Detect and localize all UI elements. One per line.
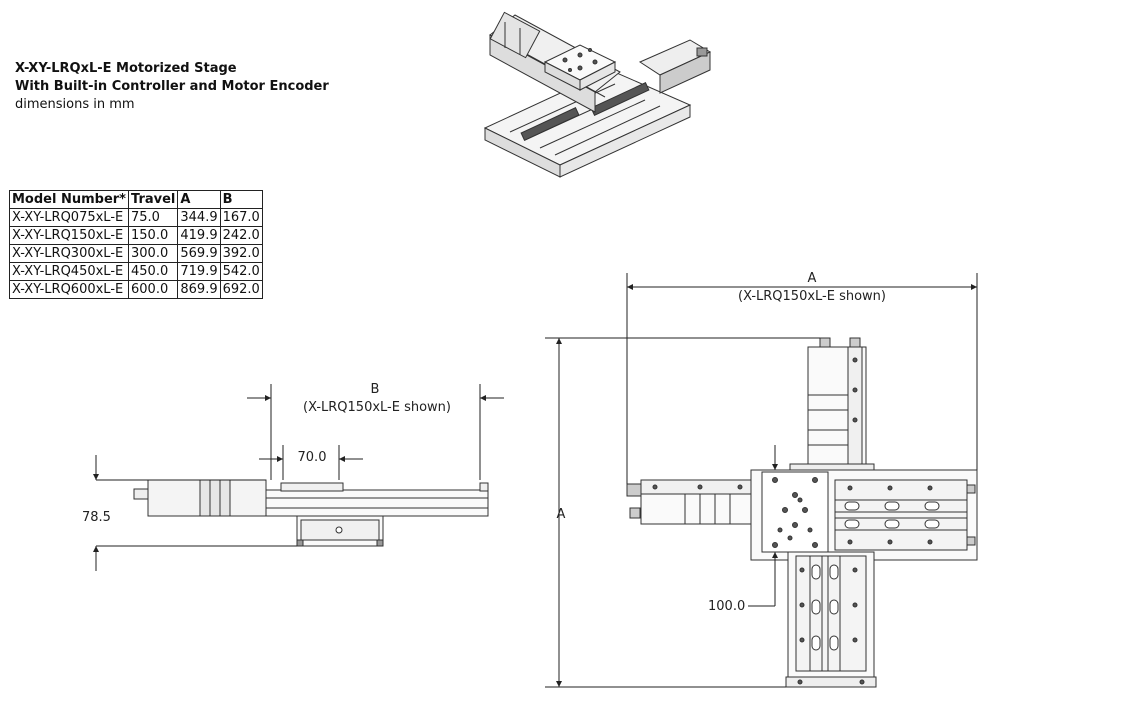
cell-b: 167.0 — [219, 208, 263, 227]
header-travel: Travel — [127, 190, 179, 209]
drawing-subtitle: With Built-in Controller and Motor Encod… — [15, 79, 329, 94]
cell-a: 419.9 — [177, 226, 221, 245]
units-note: dimensions in mm — [15, 97, 135, 112]
cell-a: 719.9 — [177, 262, 221, 281]
cell-b: 692.0 — [219, 280, 263, 299]
cell-a: 869.9 — [177, 280, 221, 299]
table-header-row: Model Number* Travel A B — [9, 190, 263, 209]
dim-height-label: 78.5 — [82, 510, 111, 525]
header-model-number: Model Number* — [9, 190, 129, 209]
cell-travel: 600.0 — [127, 280, 179, 299]
dim-a-vertical-label: A — [557, 507, 566, 522]
cell-a: 344.9 — [177, 208, 221, 227]
table-row: X-XY-LRQ300xL-E 300.0 569.9 392.0 — [9, 244, 263, 263]
dim-a-label: A — [808, 271, 817, 286]
dim-70-label: 70.0 — [298, 450, 327, 465]
top-view — [545, 273, 978, 688]
dim-100-label: 100.0 — [708, 599, 745, 614]
cell-a: 569.9 — [177, 244, 221, 263]
dim-b-label: B — [371, 382, 380, 397]
side-view — [93, 384, 504, 571]
table-row: X-XY-LRQ600xL-E 600.0 869.9 692.0 — [9, 280, 263, 299]
model-spec-table: Model Number* Travel A B X-XY-LRQ075xL-E… — [9, 190, 263, 299]
drawing-title: X-XY-LRQxL-E Motorized Stage — [15, 61, 237, 76]
cell-model: X-XY-LRQ150xL-E — [9, 226, 129, 245]
isometric-view — [483, 11, 712, 178]
cell-model: X-XY-LRQ600xL-E — [9, 280, 129, 299]
table-row: X-XY-LRQ150xL-E 150.0 419.9 242.0 — [9, 226, 263, 245]
cell-travel: 450.0 — [127, 262, 179, 281]
dim-a-note: (X-LRQ150xL-E shown) — [738, 289, 886, 304]
table-row: X-XY-LRQ450xL-E 450.0 719.9 542.0 — [9, 262, 263, 281]
header-a: A — [177, 190, 221, 209]
header-b: B — [219, 190, 263, 209]
drawing-title-block: X-XY-LRQxL-E Motorized Stage With Built-… — [15, 60, 329, 114]
dim-b-note: (X-LRQ150xL-E shown) — [303, 400, 451, 415]
cell-b: 242.0 — [219, 226, 263, 245]
